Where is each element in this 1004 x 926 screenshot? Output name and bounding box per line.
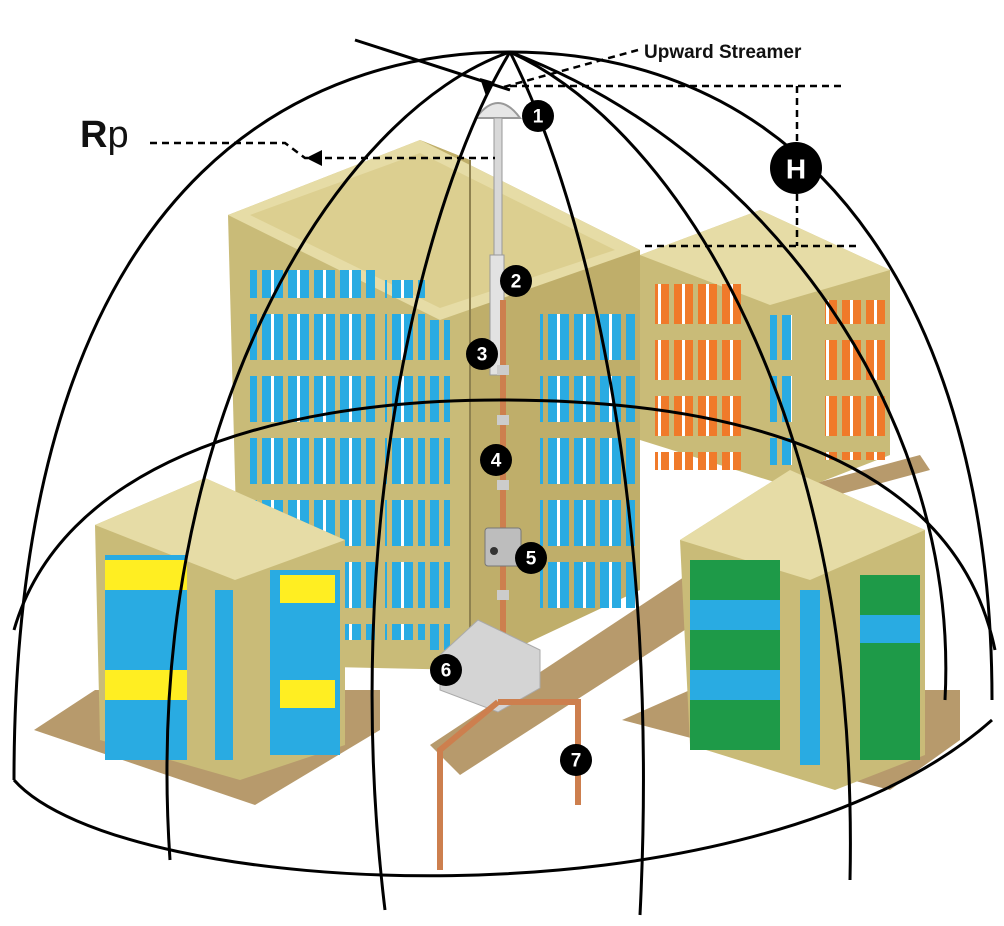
svg-text:2: 2 xyxy=(511,272,522,293)
upward-streamer-label: Upward Streamer xyxy=(644,42,802,63)
rp-label: Rp xyxy=(80,114,129,156)
conductor-fixing-4 xyxy=(497,590,509,600)
rp-arrowhead xyxy=(306,150,322,166)
back-right-building xyxy=(640,210,890,490)
marker-3: 3 xyxy=(466,338,498,370)
marker-2: 2 xyxy=(500,265,532,297)
front-left-building xyxy=(95,478,345,780)
protection-dome xyxy=(12,38,997,916)
protection-system xyxy=(437,102,581,870)
marker-7: 7 xyxy=(560,744,592,776)
inspection-pit xyxy=(439,619,541,713)
meridian-left-outer xyxy=(165,50,511,861)
dome-base-ellipse xyxy=(12,398,997,651)
main-building xyxy=(228,140,640,670)
rp-leader xyxy=(150,141,495,160)
svg-text:4: 4 xyxy=(491,451,502,472)
svg-text:3: 3 xyxy=(477,345,488,366)
marker-1: 1 xyxy=(522,100,554,132)
earth-conductor-left xyxy=(437,699,500,870)
front-right-building xyxy=(680,470,925,790)
meridian-right-far xyxy=(509,50,948,701)
conductor-fixing-1 xyxy=(497,365,509,375)
conductor-fixing-3 xyxy=(497,480,509,490)
h-badge-label: H xyxy=(786,154,806,185)
svg-text:6: 6 xyxy=(441,661,452,682)
upward-streamer-arrowhead xyxy=(480,78,494,96)
air-terminal xyxy=(474,102,522,119)
svg-text:5: 5 xyxy=(526,549,537,570)
marker-6: 6 xyxy=(430,654,462,686)
svg-text:7: 7 xyxy=(571,751,582,772)
marker-5: 5 xyxy=(515,542,547,574)
annotation-lines xyxy=(150,48,860,248)
h-badge xyxy=(770,142,822,194)
mast xyxy=(493,117,503,259)
rp-label-sub: p xyxy=(107,114,128,156)
rp-label-main: R xyxy=(80,114,107,156)
dome-base-front xyxy=(12,718,993,878)
conductor-fixing-2 xyxy=(497,415,509,425)
meridian-right xyxy=(509,50,852,881)
number-markers: 1 2 3 4 5 6 7 xyxy=(430,100,592,776)
svg-text:1: 1 xyxy=(533,107,544,128)
strike-counter-dial xyxy=(490,547,498,555)
marker-4: 4 xyxy=(480,444,512,476)
meridian-left-inner xyxy=(370,51,512,911)
